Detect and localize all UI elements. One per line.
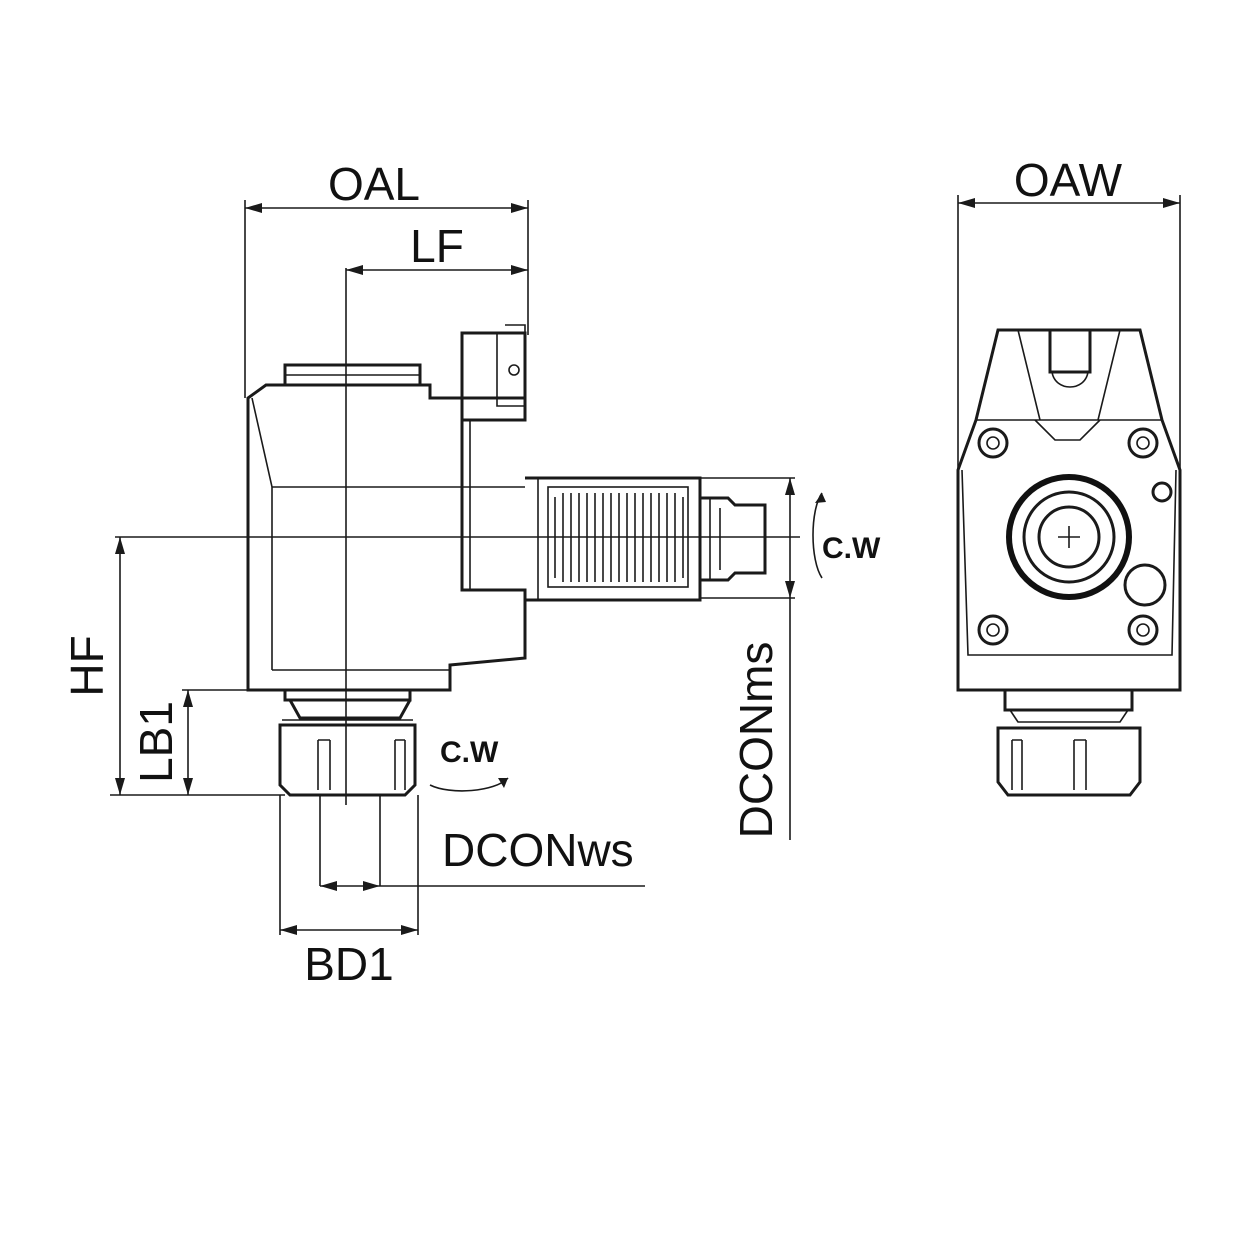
drive-block [460,331,527,422]
drive-tang [700,496,767,582]
tool-shank [319,795,381,886]
bolt-top-right [1127,427,1159,459]
drive-shank [525,476,702,602]
rotation-drive: C.W [812,492,881,579]
rotation-spindle: C.W [429,736,509,792]
label-oal: OAL [328,158,420,210]
front-collet-nut [996,726,1142,797]
label-dcon-ms: DCONms [730,642,782,839]
label-lf: LF [410,220,464,272]
collet-nut [278,723,417,797]
label-hf: HF [61,635,113,696]
dimension-oaw: OAW [957,154,1181,470]
housing-chamfer [251,397,525,670]
bolt-top-left [977,427,1009,459]
dimension-oal: OAL [244,158,529,398]
label-oaw: OAW [1014,154,1123,206]
bolt-bottom-right [1127,614,1159,646]
dimension-bd1: BD1 [279,795,419,990]
front-flange [956,670,1182,692]
label-lb1: LB1 [130,701,182,783]
front-view [956,328,1182,797]
drive-bore-outer [1006,474,1132,600]
side-view [115,268,800,886]
dimension-dcon-ms: DCONms [700,477,795,840]
label-rotation-drive: C.W [822,532,881,565]
label-bd1: BD1 [304,938,393,990]
dimension-lb1: LB1 [130,689,248,795]
top-cap [266,363,430,387]
dimension-hf: HF [61,537,285,796]
dimension-lf: LF [346,220,528,275]
lower-collar [283,690,412,702]
bolt-bottom-left [977,614,1009,646]
side-boss [1123,563,1167,607]
label-dcon-ws: DCONws [442,824,634,876]
top-tab [1048,330,1092,374]
small-hole [1151,481,1173,503]
dimension-dcon-ws: DCONws [320,824,645,891]
label-rotation-spindle: C.W [440,736,499,769]
